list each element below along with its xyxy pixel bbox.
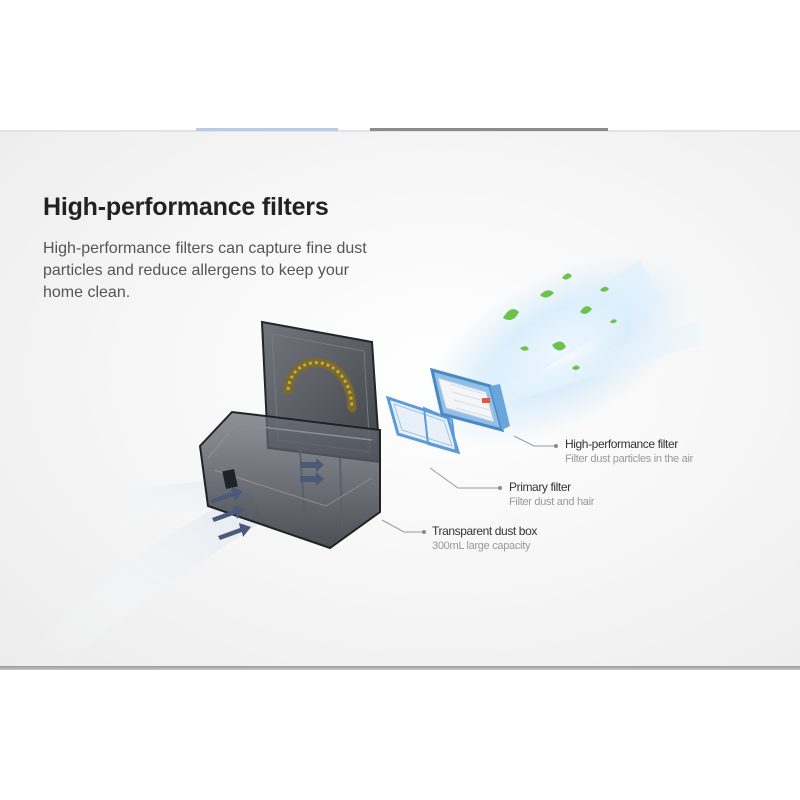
callout-subtitle: Filter dust particles in the air — [565, 453, 693, 465]
bottom-divider — [0, 666, 800, 670]
callout-subtitle: Filter dust and hair — [509, 496, 595, 508]
callout-primary-filter: Primary filter Filter dust and hair — [509, 480, 594, 508]
top-divider-accent — [196, 128, 338, 131]
callout-leaders — [381, 435, 556, 533]
top-divider-accent-dark — [370, 128, 608, 131]
section-title: High-performance filters — [43, 193, 329, 221]
dust-box-body — [198, 410, 381, 550]
primary-filter — [385, 395, 461, 455]
callout-title: Transparent dust box — [432, 524, 537, 538]
callout-high-performance-filter: High-performance filter Filter dust part… — [565, 437, 693, 465]
section-description: High-performance filters can capture fin… — [43, 240, 367, 301]
callout-dots — [422, 444, 558, 534]
callout-transparent-dust-box: Transparent dust box 300mL large capacit… — [432, 524, 537, 552]
high-performance-filter — [429, 367, 510, 433]
callout-title: High-performance filter — [565, 437, 678, 451]
inner-arrow-icons — [300, 458, 324, 486]
airflow-arrow-icons — [210, 487, 251, 540]
callout-subtitle: 300mL large capacity — [432, 540, 531, 552]
callout-title: Primary filter — [509, 480, 571, 494]
top-divider — [0, 130, 800, 132]
airflow-in — [40, 480, 265, 660]
